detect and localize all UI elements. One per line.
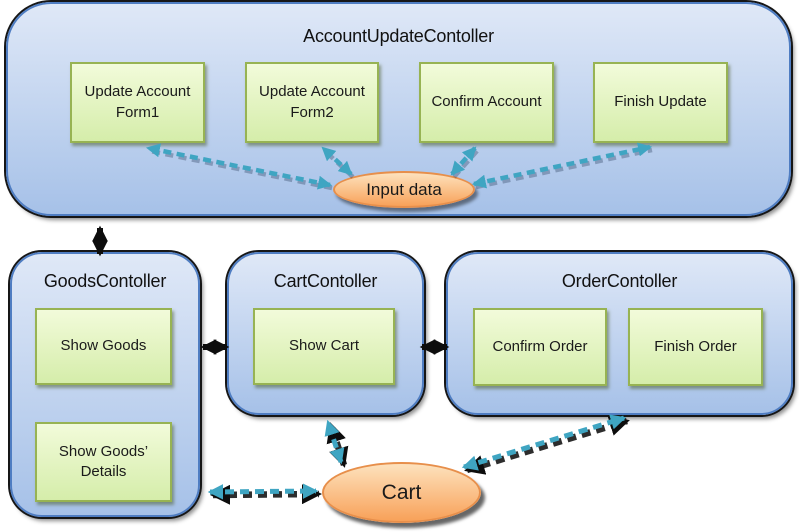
- action-box-update-account-form1: Update Account Form1: [70, 62, 205, 143]
- action-box-finish-update: Finish Update: [593, 62, 728, 143]
- action-box-update-account-form2: Update Account Form2: [245, 62, 379, 143]
- dashed-arrow-cart-cartcontroller: [324, 419, 345, 465]
- action-box-show-goods: Show Goods: [35, 308, 172, 385]
- input-data-ellipse: Input data: [333, 171, 475, 208]
- cart-controller-title: CartContoller: [273, 271, 378, 291]
- action-box-show-goods-details: Show Goods’ Details: [35, 422, 172, 502]
- order-controller-title: OrderContoller: [561, 271, 678, 291]
- cart-ellipse: Cart: [322, 462, 481, 523]
- account-update-controller-title: AccountUpdateContoller: [303, 26, 494, 46]
- action-box-confirm-order: Confirm Order: [473, 308, 607, 386]
- action-box-finish-order: Finish Order: [628, 308, 763, 386]
- action-box-show-cart: Show Cart: [253, 308, 395, 385]
- dashed-arrow-cart-ordercontroller: [461, 414, 627, 471]
- goods-controller-title: GoodsContoller: [43, 271, 167, 291]
- dashed-arrow-cart-goodscontroller: [207, 483, 319, 500]
- action-box-confirm-account: Confirm Account: [419, 62, 554, 143]
